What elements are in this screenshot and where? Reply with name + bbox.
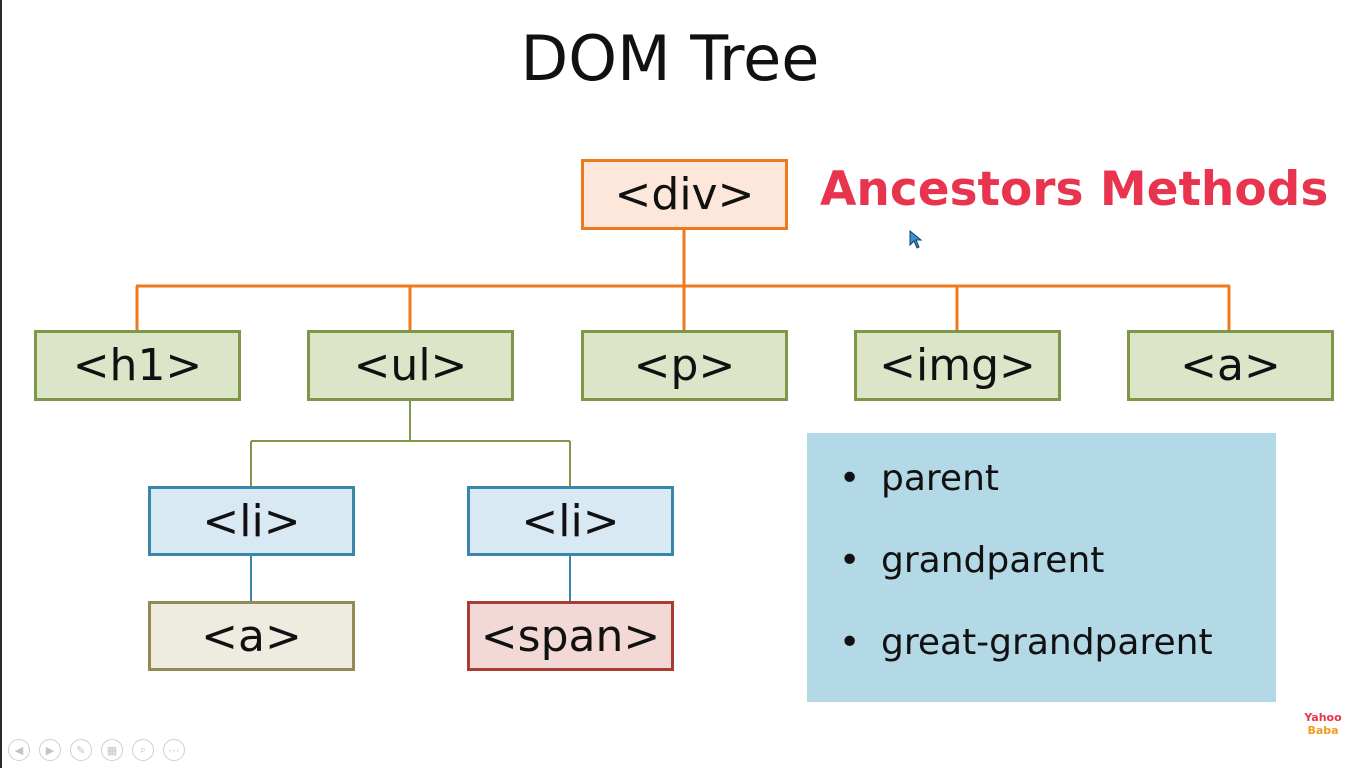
mouse-pointer-icon <box>909 230 923 249</box>
ul-connectors <box>250 400 571 486</box>
node-img: <img> <box>854 330 1061 401</box>
root-connectors <box>135 230 1231 330</box>
slide-left-border <box>0 0 2 768</box>
prev-icon[interactable]: ◀ <box>8 739 30 761</box>
logo-line-2: Baba <box>1307 724 1339 737</box>
bullet-icon: • <box>839 458 861 499</box>
node-li-right: <li> <box>467 486 674 556</box>
zoom-icon[interactable]: ⌕ <box>132 739 154 761</box>
method-item-label: great-grandparent <box>881 622 1213 663</box>
presentation-toolbar: ◀ ▶ ✎ ▦ ⌕ ⋯ <box>8 739 185 763</box>
bullet-icon: • <box>839 622 861 663</box>
more-icon[interactable]: ⋯ <box>163 739 185 761</box>
methods-list-box: • parent • grandparent • great-grandpare… <box>807 433 1276 702</box>
method-item-label: grandparent <box>881 540 1105 581</box>
node-a-top: <a> <box>1127 330 1334 401</box>
ancestors-methods-heading: Ancestors Methods <box>820 162 1329 217</box>
node-p: <p> <box>581 330 788 401</box>
li-connectors <box>250 555 571 601</box>
node-div: <div> <box>581 159 788 230</box>
yahoo-baba-logo: Yahoo Baba <box>1302 711 1344 737</box>
node-li-left: <li> <box>148 486 355 556</box>
slide-title: DOM Tree <box>520 22 820 95</box>
node-span: <span> <box>467 601 674 671</box>
node-ul: <ul> <box>307 330 514 401</box>
bullet-icon: • <box>839 540 861 581</box>
next-icon[interactable]: ▶ <box>39 739 61 761</box>
node-h1: <h1> <box>34 330 241 401</box>
method-item-label: parent <box>881 458 1000 499</box>
slides-icon[interactable]: ▦ <box>101 739 123 761</box>
logo-line-1: Yahoo <box>1304 711 1342 724</box>
pen-icon[interactable]: ✎ <box>70 739 92 761</box>
node-a-child: <a> <box>148 601 355 671</box>
